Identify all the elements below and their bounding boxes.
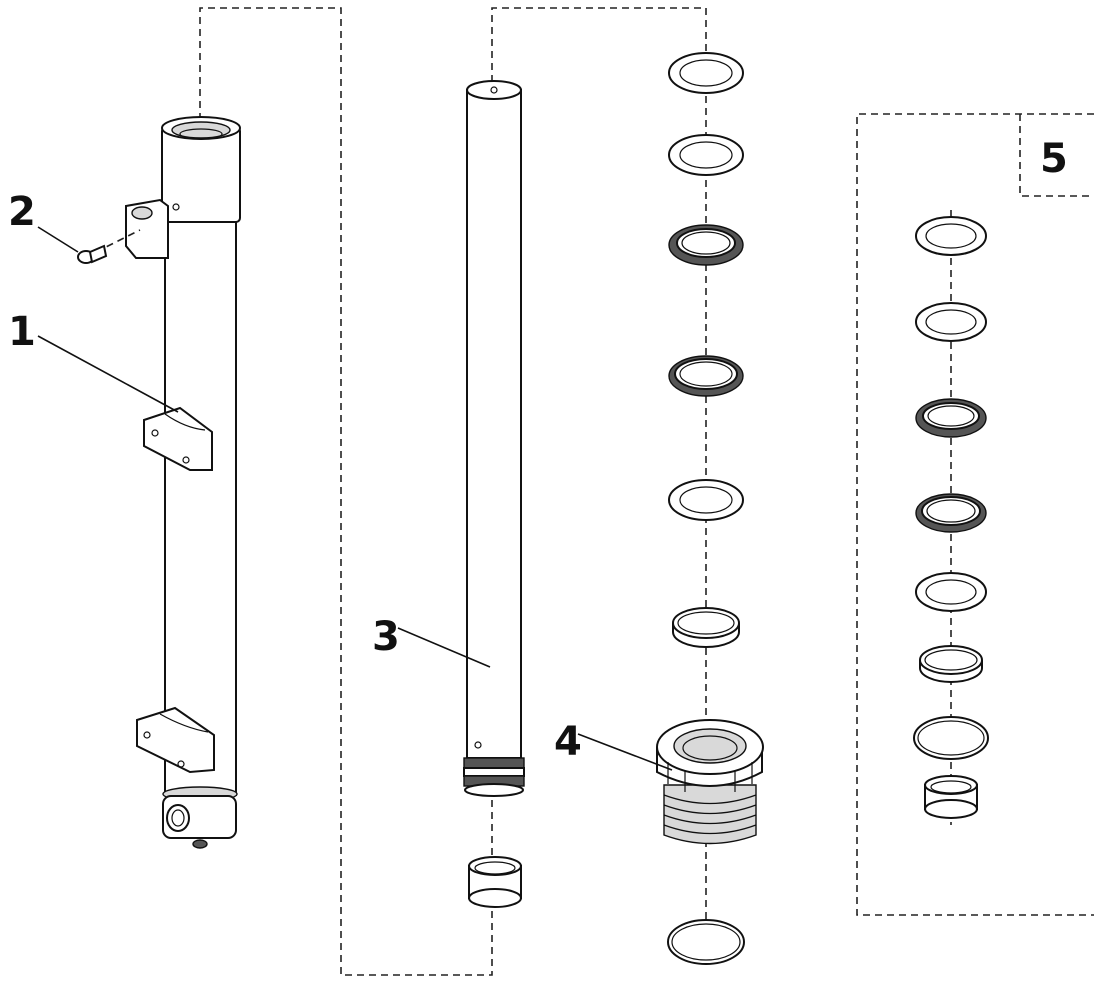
o-ring (667, 919, 745, 965)
kit-wiper-ring (919, 645, 983, 683)
cylinder-barrel-part (125, 116, 241, 849)
kit-seal-ring (915, 493, 987, 533)
gland-nut-part (656, 719, 764, 845)
kit-o-ring (913, 716, 989, 760)
seal-ring (668, 355, 744, 397)
kit-bushing (924, 775, 978, 819)
seal-ring (668, 479, 744, 521)
seal-stack-column (656, 52, 764, 965)
seal-ring (668, 224, 744, 266)
callout-2: 2 (8, 189, 36, 235)
callout-4: 4 (554, 719, 582, 765)
wiper-ring (672, 607, 740, 648)
callout-1: 1 (8, 309, 36, 355)
screw-part (77, 229, 141, 264)
kit-seal-ring (915, 302, 987, 342)
piston-rod-part (463, 80, 525, 797)
seal-kit-box (856, 113, 1094, 916)
kit-seal-ring (915, 398, 987, 438)
seal-ring (668, 134, 744, 176)
rod-bushing (468, 856, 522, 908)
seal-ring (668, 52, 744, 94)
seal-kit-contents (913, 216, 989, 819)
callout-leaders (37, 226, 673, 771)
kit-seal-ring (915, 216, 987, 256)
callout-5: 5 (1040, 136, 1068, 182)
kit-seal-ring (915, 572, 987, 612)
assembly-connector-lines (199, 7, 952, 976)
callout-3: 3 (372, 614, 400, 660)
